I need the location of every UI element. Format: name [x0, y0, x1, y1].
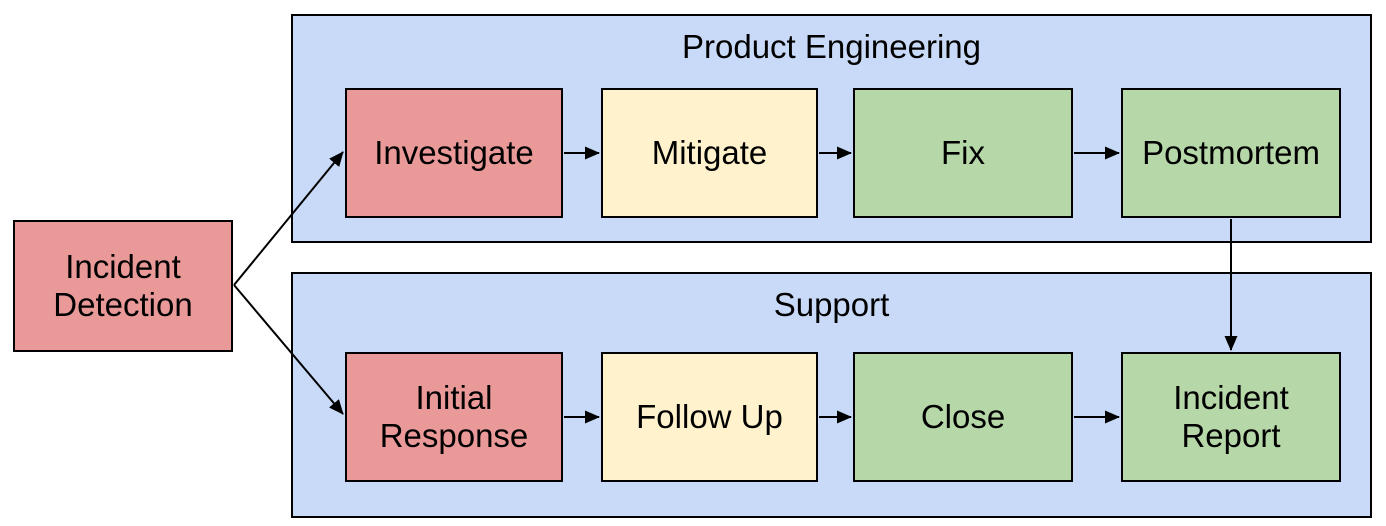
node-postmortem-label: Postmortem [1142, 134, 1320, 172]
node-mitigate-label: Mitigate [651, 134, 768, 172]
node-follow-up: Follow Up [601, 352, 818, 482]
node-follow-up-label: Follow Up [636, 398, 783, 436]
node-initial-response: Initial Response [345, 352, 563, 482]
lane-title-support: Support [773, 286, 890, 323]
lane-title-product-engineering: Product Engineering [681, 28, 982, 65]
node-mitigate: Mitigate [601, 88, 818, 218]
node-incident-report-label: Incident Report [1173, 379, 1289, 454]
node-investigate-label: Investigate [374, 134, 534, 172]
swimlane-support: Support Initial Response Follow Up Close… [291, 272, 1372, 518]
node-incident-detection: Incident Detection [13, 220, 233, 352]
node-fix-label: Fix [941, 134, 985, 172]
node-incident-detection-label: Incident Detection [53, 248, 193, 323]
swimlane-product-engineering: Product Engineering Investigate Mitigate… [291, 14, 1372, 243]
node-postmortem: Postmortem [1121, 88, 1341, 218]
node-incident-report: Incident Report [1121, 352, 1341, 482]
node-close: Close [853, 352, 1073, 482]
node-close-label: Close [920, 398, 1006, 436]
node-fix: Fix [853, 88, 1073, 218]
node-initial-response-label: Initial Response [379, 379, 529, 454]
node-investigate: Investigate [345, 88, 563, 218]
